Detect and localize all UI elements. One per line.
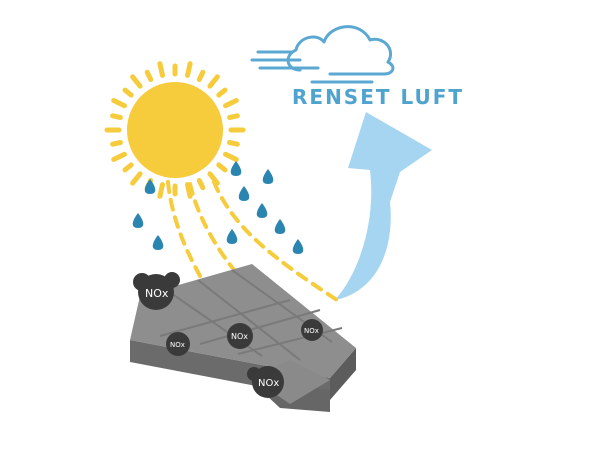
sun-ray — [223, 98, 239, 109]
raindrops — [132, 161, 304, 254]
nox-label: NOx — [304, 327, 319, 335]
sunlight-paths — [166, 180, 342, 304]
raindrop-icon — [238, 186, 250, 201]
raindrop-icon — [292, 239, 304, 254]
raindrop-icon — [230, 161, 242, 176]
sun-ray — [130, 74, 143, 89]
sun-ray — [111, 98, 127, 109]
sun-ray — [196, 178, 206, 191]
sun-ray — [216, 162, 228, 173]
cloud-icon — [250, 25, 395, 84]
raindrop-icon — [262, 169, 274, 184]
sun-ray — [196, 69, 206, 82]
pollutant-cloud-icon: NOx — [301, 319, 323, 341]
raindrop-icon — [256, 203, 268, 218]
sun-ray — [157, 182, 165, 199]
sun-ray — [216, 87, 228, 98]
pollutant-cloud-icon: NOx — [247, 366, 284, 398]
sun-ray — [157, 61, 165, 78]
pollutant-cloud-icon: NOx — [227, 323, 253, 349]
sun-ray — [227, 113, 240, 120]
sun-rays — [104, 61, 246, 199]
sun-ray — [110, 140, 123, 147]
sun-ray — [227, 140, 240, 147]
sun-ray — [110, 113, 123, 120]
raindrop-icon — [226, 229, 238, 244]
sun-ray — [185, 61, 193, 78]
nox-label: NOx — [145, 287, 169, 300]
sun-ray — [122, 162, 134, 173]
sun-ray — [111, 151, 127, 162]
raindrop-icon — [274, 219, 286, 234]
raindrop-icon — [152, 235, 164, 250]
sun-ray — [144, 69, 154, 82]
sun-icon — [104, 61, 246, 199]
nox-label: NOx — [258, 378, 279, 389]
sun-ray — [207, 171, 220, 186]
headline-text: RENSET LUFT — [292, 85, 464, 109]
sun-ray — [207, 74, 220, 89]
sun-disc — [127, 82, 223, 178]
pollutant-cloud-icon: NOx — [166, 332, 190, 356]
raindrop-icon — [132, 213, 144, 228]
sun-ray — [223, 151, 239, 162]
sun-ray — [122, 87, 134, 98]
arrow-icon — [335, 112, 432, 300]
sun-ray — [130, 171, 143, 186]
nox-label: NOx — [231, 332, 248, 341]
pavement-icon: NOx NOx NOx NOx NOx — [130, 264, 356, 412]
pollutant-cloud-icon: NOx — [133, 272, 180, 310]
sun-ray — [185, 182, 193, 199]
raindrop-icon — [144, 179, 156, 194]
nox-label: NOx — [170, 341, 185, 349]
